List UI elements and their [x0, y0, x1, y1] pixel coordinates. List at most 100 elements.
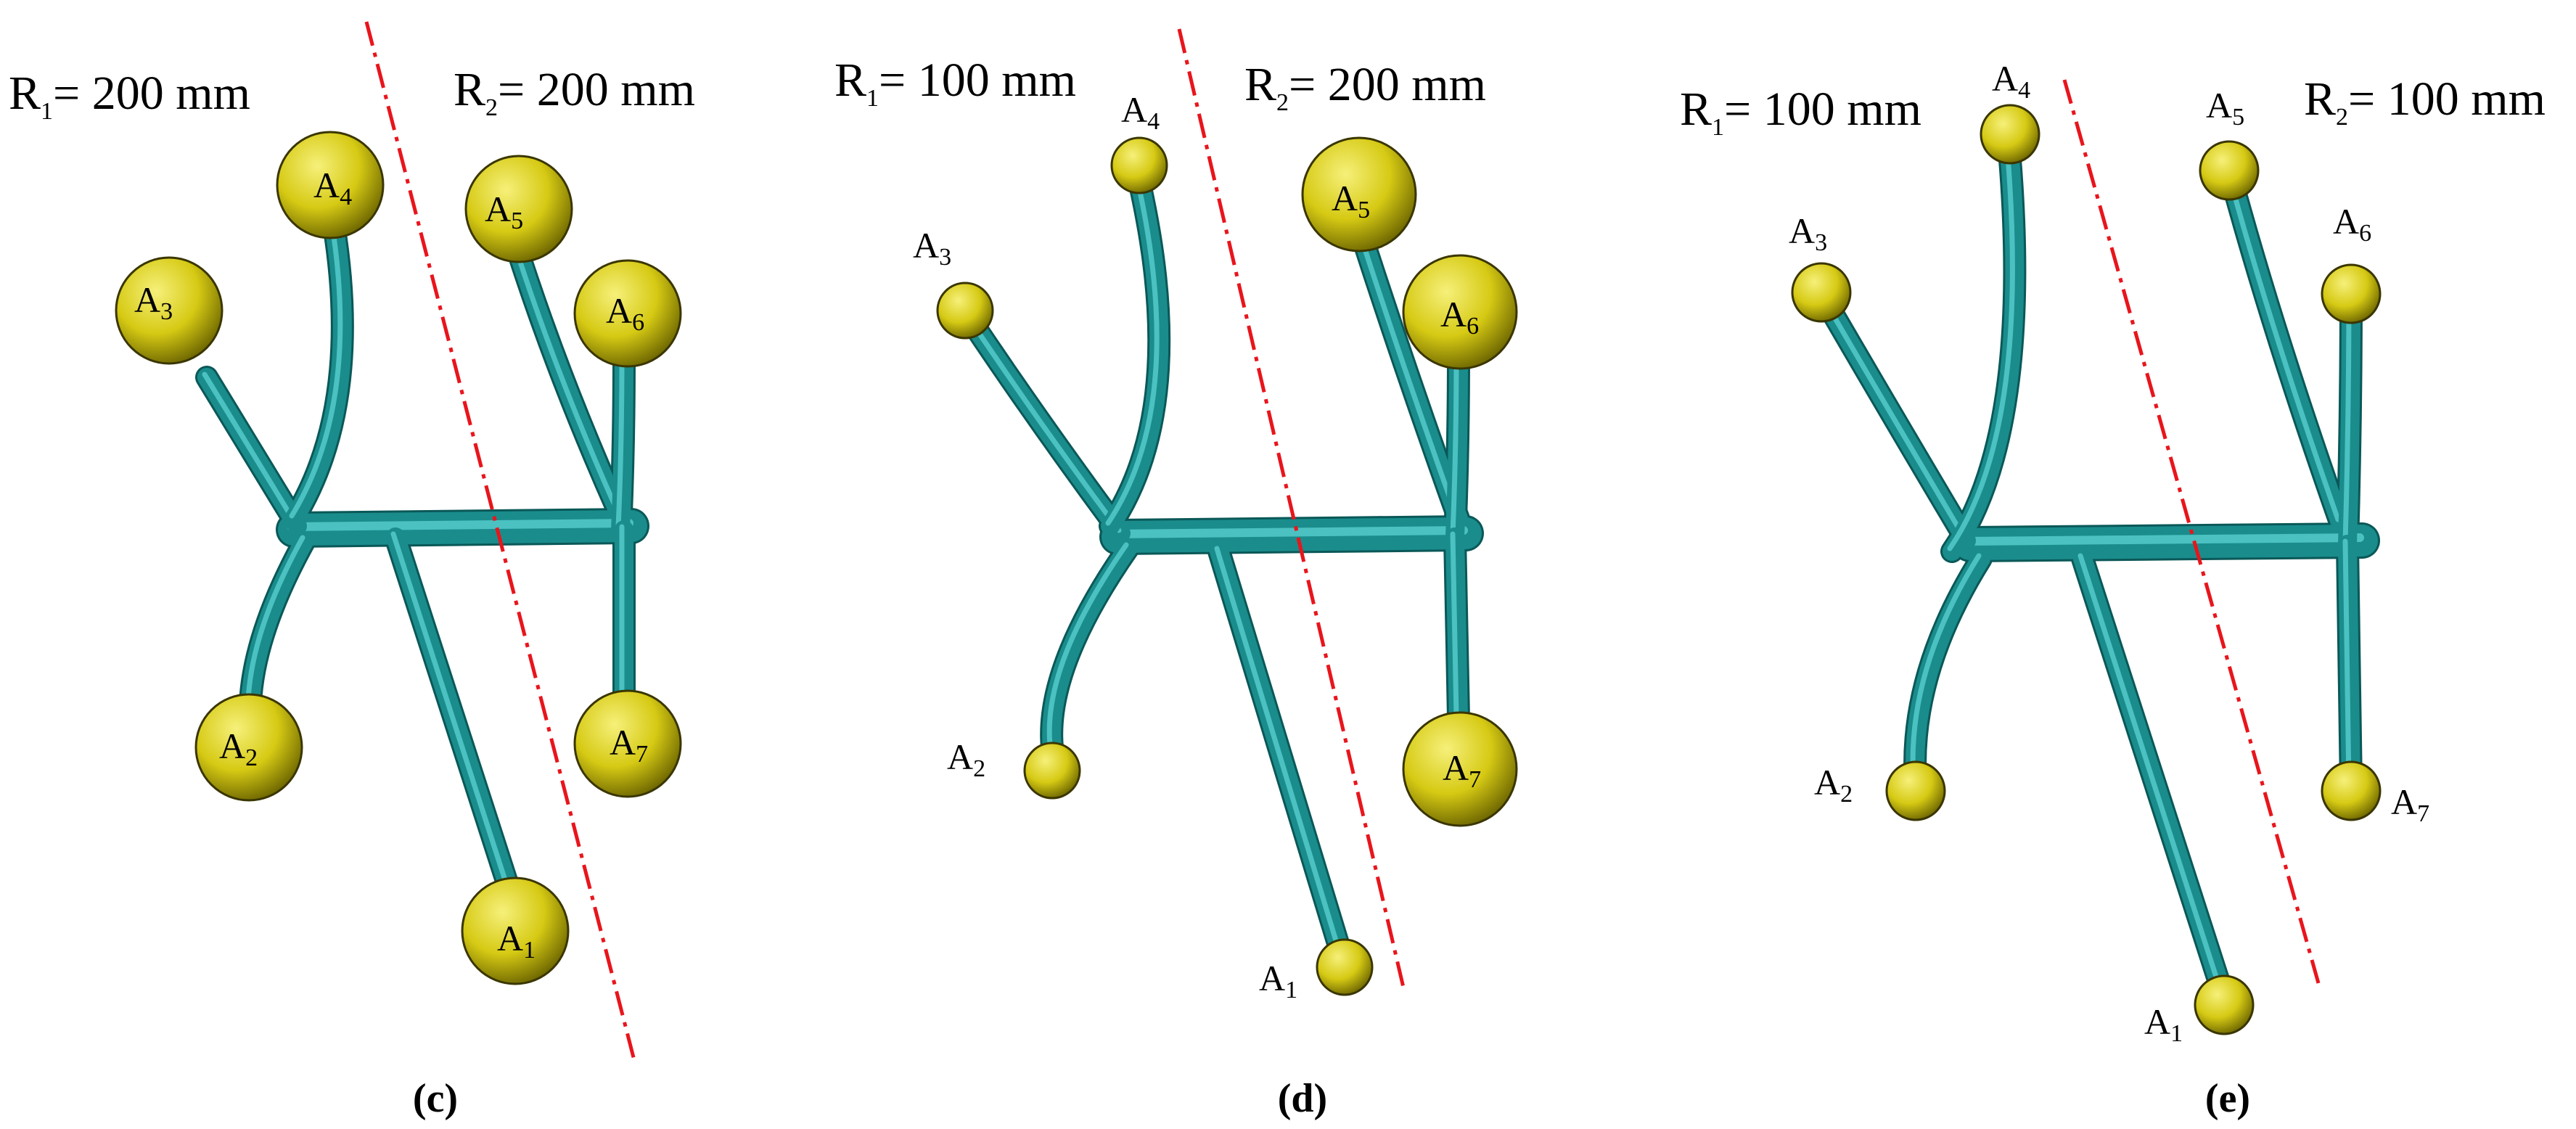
branch-a6-pipe-highlight — [615, 353, 625, 530]
branch-a5-pipe-highlight — [514, 248, 618, 508]
ball — [2199, 140, 2260, 201]
branch-a1-pipe-highlight — [2077, 553, 2225, 998]
ball — [1301, 136, 1417, 253]
branch-a2-pipe-highlight — [1046, 542, 1129, 747]
panel-c: A4 A3 A5 A6 A2 A7 A1 R1= 200 mm R2= 200 … — [9, 21, 695, 1121]
node-a4-label: A4 — [1121, 89, 1160, 135]
node-a1: A1 — [461, 876, 570, 985]
ball — [1791, 262, 1852, 323]
svg-text:A5: A5 — [1332, 178, 1370, 223]
panel-d: A5 A6 A7 A4 A3 A2 A1 R1= 100 mm R2= 200 … — [834, 28, 1518, 1121]
panel-caption: (e) — [2205, 1076, 2250, 1121]
node-a4 — [1110, 136, 1168, 194]
branch-a3-pipe-highlight — [202, 371, 298, 526]
node-a2 — [1885, 760, 1946, 821]
svg-text:A2: A2 — [219, 726, 258, 771]
node-a3: A3 — [115, 256, 223, 365]
panel-caption: (d) — [1278, 1076, 1327, 1121]
node-a3-label: A3 — [913, 225, 951, 271]
trunk-pipe-highlight — [287, 519, 633, 531]
node-a6 — [2321, 263, 2382, 324]
ball — [573, 689, 682, 798]
branch-a1-pipe-highlight — [390, 531, 509, 885]
trunk-pipe-highlight — [1964, 533, 2364, 546]
node-a2: A2 — [194, 693, 303, 802]
node-a1 — [2194, 974, 2255, 1035]
branch-a6-pipe-highlight — [1450, 350, 1459, 537]
left-radius-label: R1= 200 mm — [9, 67, 250, 125]
branch-a1-pipe-highlight — [1214, 546, 1343, 958]
pipes — [195, 213, 649, 897]
panel-caption: (c) — [413, 1076, 458, 1121]
node-a5-label: A5 — [2206, 85, 2244, 131]
node-a1-label: A1 — [1259, 958, 1297, 1003]
right-radius-label: R2= 200 mm — [1244, 58, 1486, 116]
branch-a4-pipe-body — [1943, 150, 2025, 561]
branch-a7-pipe-highlight — [1450, 531, 1459, 718]
pipes — [1810, 148, 2380, 1009]
ball — [464, 155, 573, 263]
node-a5: A5 — [464, 155, 573, 263]
node-a3-label: A3 — [1789, 210, 1827, 256]
svg-text:A1: A1 — [497, 918, 536, 964]
node-a2-label: A2 — [947, 736, 985, 782]
node-a7-label: A7 — [2391, 781, 2429, 827]
node-a5 — [2199, 140, 2260, 201]
branch-a4-pipe-highlight — [289, 219, 343, 519]
branch-a7-pipe-highlight — [2342, 538, 2352, 787]
node-a2 — [1023, 742, 1081, 800]
ball — [1402, 254, 1518, 370]
node-a6-label: A6 — [2333, 201, 2371, 247]
ball — [276, 131, 385, 239]
node-a3 — [936, 282, 994, 340]
ball — [2321, 760, 2382, 821]
node-a2-label: A2 — [1814, 762, 1853, 808]
node-a6: A6 — [1402, 254, 1518, 370]
svg-text:A7: A7 — [610, 722, 648, 768]
branch-a4-pipe-highlight — [1947, 154, 2015, 551]
node-a6: A6 — [573, 259, 682, 368]
ball — [1402, 711, 1518, 827]
ball — [115, 256, 223, 365]
ball — [2321, 263, 2382, 324]
branch-a4-pipe-highlight — [1105, 176, 1160, 526]
left-radius-label: R1= 100 mm — [1680, 83, 1921, 141]
symmetry-line — [2062, 79, 2321, 984]
right-radius-label: R2= 200 mm — [454, 63, 695, 121]
branch-a3-pipe-highlight — [1816, 288, 1967, 541]
svg-text:A6: A6 — [1440, 294, 1479, 340]
node-a4-label: A4 — [1992, 58, 2030, 104]
ball — [194, 693, 303, 802]
symmetry-line — [364, 21, 637, 1064]
branch-a6-pipe-highlight — [2342, 288, 2352, 544]
node-a7 — [2321, 760, 2382, 821]
ball — [2194, 974, 2255, 1035]
panel-e: A4 A3 A5 A6 A2 A7 A1 R1= 100 mm R2= 100 … — [1680, 58, 2546, 1121]
symmetry-line — [1177, 28, 1406, 991]
ball — [1023, 742, 1081, 800]
branch-a5-pipe-highlight — [1359, 237, 1459, 519]
node-a1 — [1316, 938, 1374, 996]
node-a5: A5 — [1301, 136, 1417, 253]
branch-a2-pipe-highlight — [1910, 553, 1982, 784]
trunk-pipe-highlight — [1111, 526, 1468, 538]
ball — [1316, 938, 1374, 996]
svg-text:A5: A5 — [485, 189, 523, 234]
svg-text:A4: A4 — [313, 165, 352, 210]
svg-text:A7: A7 — [1443, 747, 1481, 793]
node-a4: A4 — [276, 131, 385, 239]
right-radius-label: R2= 100 mm — [2304, 73, 2546, 131]
ball — [1110, 136, 1168, 194]
node-a1-label: A1 — [2144, 1001, 2183, 1047]
node-a4 — [1980, 104, 2040, 165]
svg-text:A3: A3 — [134, 279, 173, 325]
ball — [573, 259, 682, 368]
ball — [936, 282, 994, 340]
branch-a3-pipe-highlight — [960, 306, 1122, 533]
left-radius-label: R1= 100 mm — [834, 54, 1076, 112]
pipes — [953, 170, 1484, 969]
node-a7: A7 — [1402, 711, 1518, 827]
ball — [1885, 760, 1946, 821]
ball — [461, 876, 570, 985]
